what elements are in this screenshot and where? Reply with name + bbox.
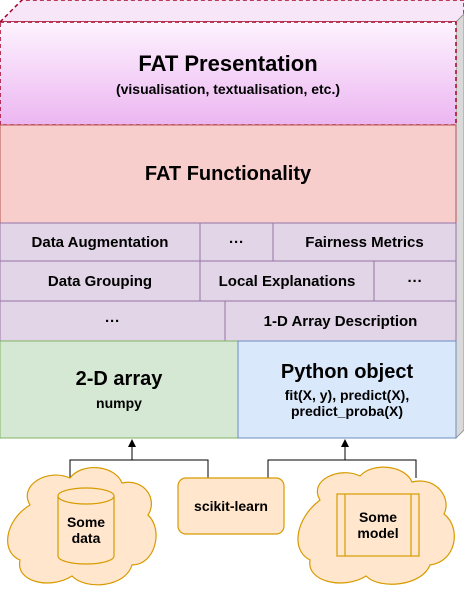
row-3 (0, 300, 457, 342)
functionality-label: FAT Functionality (0, 125, 456, 223)
python-object-label: Python object fit(X, y), predict(X), pre… (238, 341, 456, 438)
presentation-title: FAT Presentation (138, 50, 318, 76)
cell-ellipsis-1: ··· (229, 233, 244, 251)
connector-left (69, 445, 209, 478)
python-object-block (237, 340, 457, 439)
sklearn-label: scikit-learn (194, 498, 268, 514)
cell-data-augmentation: Data Augmentation (31, 233, 169, 251)
arrowhead-left (128, 439, 136, 447)
stack-side-face (455, 13, 464, 440)
data-cylinder-icon (57, 487, 115, 565)
python-object-line-1: fit(X, y), predict(X), (284, 386, 410, 403)
arrowhead-right (341, 439, 349, 447)
functionality-block (0, 124, 457, 224)
array2d-label: 2-D array numpy (0, 341, 238, 438)
row-1 (0, 222, 457, 262)
functionality-title: FAT Functionality (144, 162, 312, 185)
presentation-subtitle: (visualisation, textualisation, etc.) (115, 80, 341, 97)
cell-local-explanations: Local Explanations (218, 272, 356, 290)
data-source-line-1: Some (66, 514, 106, 530)
cell-ellipsis-3: ··· (105, 312, 120, 330)
model-module-icon (336, 493, 420, 557)
python-object-title: Python object (280, 360, 414, 383)
presentation-label: FAT Presentation (visualisation, textual… (0, 22, 456, 125)
model-source-label: Some model (345, 494, 411, 556)
presentation-block (0, 21, 457, 126)
cell-ellipsis-2: ··· (407, 272, 423, 290)
data-source-line-2: data (71, 530, 101, 546)
array2d-subtitle: numpy (96, 395, 142, 411)
connector-right (267, 445, 417, 478)
cell-fairness-metrics: Fairness Metrics (305, 233, 424, 251)
model-source-line-1: Some (358, 509, 398, 525)
cell-data-grouping: Data Grouping (47, 272, 153, 290)
data-source-label: Some data (58, 505, 114, 555)
stack-top-face (0, 0, 464, 23)
python-object-line-2: predict_proba(X) (290, 402, 403, 419)
cell-1d-array-description: 1-D Array Description (263, 312, 418, 330)
array2d-title: 2-D array (75, 368, 163, 390)
model-source-line-2: model (357, 525, 399, 541)
sklearn-box (177, 477, 285, 535)
array2d-block (0, 340, 239, 439)
